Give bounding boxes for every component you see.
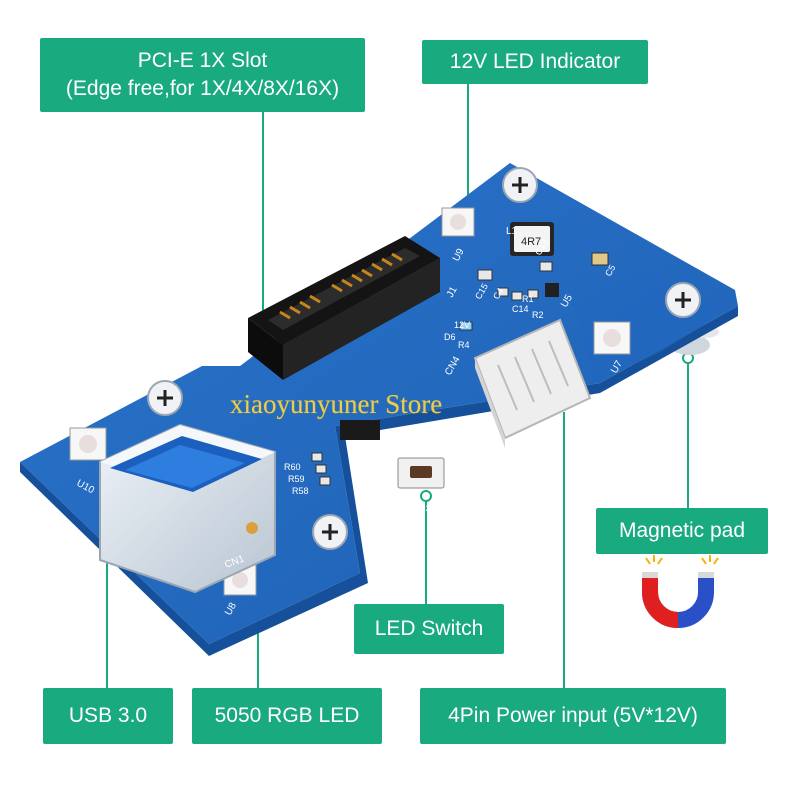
led-switch-button xyxy=(397,457,445,489)
callout-led-switch: LED Switch xyxy=(354,604,504,654)
label-j1: J1 xyxy=(445,285,460,300)
label-c14: C14 xyxy=(512,304,529,314)
label-r58: R58 xyxy=(292,486,309,496)
callout-rgb-led-text: 5050 RGB LED xyxy=(214,704,360,727)
callout-magnetic-pad-text: Magnetic pad xyxy=(618,519,746,542)
callout-pcie-line2: (Edge free,for 1X/4X/8X/16X) xyxy=(65,77,340,100)
callout-power-input-text: 4Pin Power input (5V*12V) xyxy=(448,704,698,727)
label-c5: C5 xyxy=(603,263,617,278)
callout-power-input: 4Pin Power input (5V*12V) xyxy=(420,688,726,744)
label-4r7: 4R7 xyxy=(521,236,541,248)
smd-components xyxy=(311,222,609,486)
callout-pcie-slot: PCI-E 1X Slot (Edge free,for 1X/4X/8X/16… xyxy=(40,38,365,112)
label-12v: 12V xyxy=(454,320,470,330)
label-r60: R60 xyxy=(284,462,301,472)
label-d6: D6 xyxy=(444,332,456,342)
callout-led-indicator-text: 12V LED Indicator xyxy=(449,50,621,73)
callout-led-indicator: 12V LED Indicator xyxy=(422,40,648,84)
store-watermark: xiaoyunyuner Store xyxy=(230,389,443,419)
inductor-l1 xyxy=(510,222,554,256)
4pin-power-connector xyxy=(473,318,592,448)
callout-rgb-led: 5050 RGB LED xyxy=(192,688,382,744)
pcie-slot xyxy=(248,236,440,380)
screw-icon xyxy=(502,167,538,203)
screw-holes xyxy=(147,167,701,550)
screw-icon xyxy=(147,380,183,416)
label-r2: R2 xyxy=(532,310,544,320)
screw-icon xyxy=(312,514,348,550)
callout-usb-text: USB 3.0 xyxy=(68,704,148,727)
callout-magnetic-pad: Magnetic pad xyxy=(596,508,768,554)
label-l1: L1 xyxy=(506,226,518,237)
label-r4: R4 xyxy=(458,340,470,350)
callout-usb: USB 3.0 xyxy=(43,688,173,744)
usb3-port xyxy=(99,423,276,594)
label-led-switch: LED SWITCH xyxy=(403,500,466,519)
magnet-icon xyxy=(642,555,719,628)
label-r59: R59 xyxy=(288,474,305,484)
label-r1: R1 xyxy=(522,294,534,304)
rgb-leds xyxy=(69,207,631,596)
screw-icon xyxy=(665,282,701,318)
callout-pcie-line1: PCI-E 1X Slot xyxy=(137,49,268,72)
label-u9: U9 xyxy=(451,247,467,264)
callout-led-switch-text: LED Switch xyxy=(374,617,484,640)
label-c4: C4 xyxy=(491,286,505,301)
